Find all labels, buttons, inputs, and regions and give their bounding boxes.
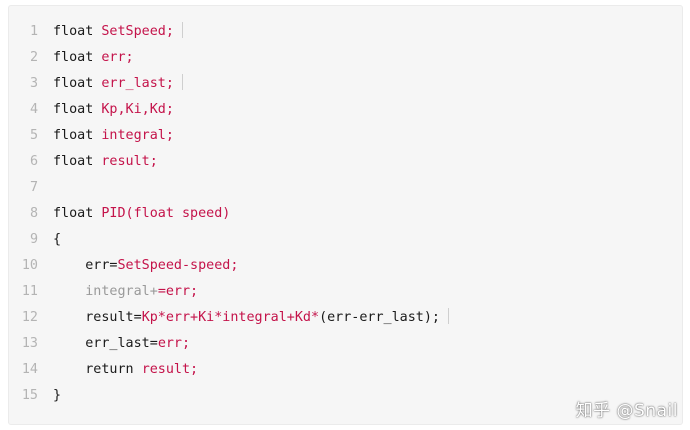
indent [53, 258, 85, 273]
code-token: result; [101, 154, 158, 169]
line-number: 12 [21, 310, 38, 325]
line-number: 10 [21, 258, 38, 273]
code-line: 10 err=SetSpeed-speed; [9, 253, 682, 279]
code-line: 13 err_last=err; [9, 331, 682, 357]
code-token: =err; [157, 284, 199, 299]
indent [53, 362, 85, 377]
code-token: float [53, 128, 102, 143]
line-code: err_last=err; [53, 331, 190, 357]
code-token: float [53, 24, 102, 39]
code-line: 9{ [9, 227, 682, 253]
line-code: float integral; [53, 123, 174, 149]
code-line: 1 float SetSpeed; [9, 19, 682, 45]
code-token: float [53, 50, 102, 65]
line-code: float PID(float speed) [53, 201, 230, 227]
code-line: 15} [9, 383, 682, 409]
code-token: err_last; [101, 76, 174, 91]
code-token: float [53, 154, 102, 169]
indent [53, 310, 85, 325]
line-number: 9 [29, 232, 38, 247]
code-token: err; [101, 50, 134, 65]
line-code: return result; [53, 357, 198, 383]
line-number: 7 [29, 180, 38, 195]
line-number: 1 [29, 24, 38, 39]
line-code: integral+=err; [53, 279, 198, 305]
line-number: 15 [21, 388, 38, 403]
code-block: 1 float SetSpeed; 2 float err; 3 float err_la… [8, 5, 683, 425]
text-cursor-marker [448, 308, 449, 324]
line-code: float Kp,Ki,Kd; [53, 97, 174, 123]
code-line: 12 result=Kp*err+Ki*integral+Kd*(err-err… [9, 305, 682, 331]
line-number: 11 [21, 284, 38, 299]
text-cursor-marker [181, 22, 183, 38]
code-token: result= [85, 310, 142, 325]
code-line: 7 [9, 175, 682, 201]
line-number: 2 [29, 50, 38, 65]
line-code: float err; [53, 45, 134, 71]
zhihu-watermark: 知乎 @Snail [575, 401, 678, 421]
code-token: (err-err_last); [319, 310, 440, 325]
code-token: float [53, 206, 102, 221]
code-token: return [85, 362, 142, 377]
code-token: integral+ [85, 284, 158, 299]
line-number: 5 [29, 128, 38, 143]
code-line: 14 return result; [9, 357, 682, 383]
code-token: err= [85, 258, 118, 273]
code-line: 3 float err_last; [9, 71, 682, 97]
code-token: SetSpeed; [101, 24, 174, 39]
line-number: 14 [21, 362, 38, 377]
line-number: 8 [29, 206, 38, 221]
code-line: 4 float Kp,Ki,Kd; [9, 97, 682, 123]
line-code: result=Kp*err+Ki*integral+Kd*(err-err_la… [53, 305, 449, 331]
code-line: 11 integral+=err; [9, 279, 682, 305]
text-cursor-marker [181, 74, 183, 90]
line-number: 13 [21, 336, 38, 351]
code-line: 2 float err; [9, 45, 682, 71]
code-token: err_last= [85, 336, 158, 351]
code-line: 8 float PID(float speed) [9, 201, 682, 227]
code-token: PID(float speed) [101, 206, 231, 221]
line-code: { [53, 227, 61, 253]
code-token: integral; [101, 128, 174, 143]
code-token: result; [141, 362, 199, 377]
code-token: float [53, 102, 102, 117]
code-line: 6 float result; [9, 149, 682, 175]
code-token: Kp,Ki,Kd; [101, 102, 174, 117]
code-token: err; [157, 336, 191, 351]
indent [53, 336, 85, 351]
code-line: 5 float integral; [9, 123, 682, 149]
code-token: Kp*err+Ki*integral+Kd* [141, 310, 320, 325]
line-code: err=SetSpeed-speed; [53, 253, 238, 279]
code-token: } [53, 388, 62, 403]
code-token: { [53, 232, 62, 247]
line-number: 4 [29, 102, 38, 117]
code-token: float [53, 76, 102, 91]
line-code: float err_last; [53, 71, 183, 97]
line-code: } [53, 383, 61, 409]
line-number: 6 [29, 154, 38, 169]
line-code: float result; [53, 149, 158, 175]
line-number: 3 [29, 76, 38, 91]
code-lines: 1 float SetSpeed; 2 float err; 3 float err_la… [9, 19, 682, 409]
code-token: SetSpeed-speed; [117, 258, 239, 273]
indent [53, 284, 85, 299]
line-code: float SetSpeed; [53, 19, 183, 45]
